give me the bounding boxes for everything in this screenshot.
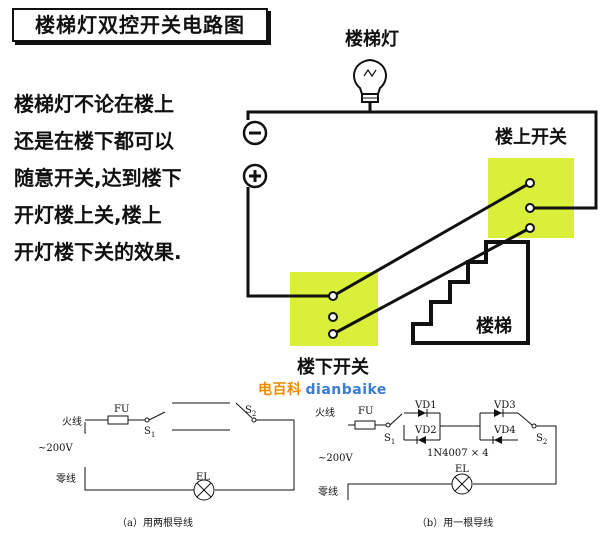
wire-lamp-to-upstairs [368,102,598,210]
wire [347,483,452,500]
diode-vd1-icon [418,409,428,417]
terminal-dot [525,178,535,188]
lamp-el-label: EL [196,472,210,483]
watermark-en: dianbaike [305,382,387,398]
lightbulb-icon [353,58,387,103]
wire [473,425,557,485]
description-line: 开灯楼下关的效果. [14,240,182,264]
switch-s2-icon [517,412,533,426]
description-line: 开灯楼上关,楼上 [14,203,162,227]
description-line: 还是在楼下都可以 [14,129,174,153]
wire-lamp-to-minus [246,102,372,120]
traveler-wire-2 [332,226,531,336]
downstairs-switch-label: 楼下开关 [297,356,369,378]
minus-terminal-icon [242,120,268,146]
diode-vd4-icon [492,436,502,444]
terminal-dot [525,223,535,233]
terminal-dot [328,291,338,301]
lamp-label: 楼梯灯 [345,28,399,50]
live-wire-label: 火线 [315,406,335,419]
diode-vd2-icon [416,436,426,444]
caption-b: （b）用一根导线 [417,516,493,529]
neutral-wire-label: 零线 [318,485,338,498]
live-wire-label: 火线 [62,415,82,428]
voltage-label: ~200V [318,453,353,464]
description-text: 楼梯灯不论在楼上 还是在楼下都可以 随意开关,达到楼下 开灯楼上关,楼上 开灯楼… [14,86,234,271]
plus-terminal-icon [242,163,268,189]
main-circuit: 楼梯灯 楼上开关 楼下开关 楼梯 [242,28,598,378]
wire [84,467,194,491]
description-line: 随意开关,达到楼下 [14,166,182,190]
terminal-dot [328,312,338,322]
lamp-el-icon [193,479,215,501]
description-line: 楼梯灯不论在楼上 [14,92,174,116]
fuse-label: FU [358,406,373,417]
switch-s1-label: S1 [144,426,155,439]
diode-vd2-label: VD2 [414,425,437,436]
wire [215,419,295,491]
fuse-icon [107,415,129,425]
upstairs-switch-label: 楼上开关 [495,126,567,148]
voltage-label: ~200V [38,443,73,454]
caption-a: （a）用两根导线 [117,516,193,529]
diode-vd3-label: VD3 [493,400,516,411]
diode-vd1-label: VD1 [414,400,437,411]
circuit-b: 火线 ~200V 零线 FU S1 S2 VD1 VD2 VD3 VD4 1N4… [315,400,557,529]
lamp-el-label: EL [455,464,469,475]
diode-vd4-label: VD4 [493,425,516,436]
wire-plus-to-downstairs [246,187,330,298]
terminal-dot [525,203,535,213]
lamp-el-icon [451,473,473,495]
switch-s2-icon [235,402,253,419]
circuit-a: 火线 ~200V 零线 FU S1 S2 EL （a）用两根导线 [38,402,295,529]
switch-s1-label: S1 [384,433,395,446]
fuse-label: FU [114,404,129,415]
watermark-cn: 电百科 [258,382,302,398]
stairs-label: 楼梯 [476,315,512,337]
neutral-wire-label: 零线 [56,472,76,485]
diode-vd3-icon [494,409,504,417]
fuse-icon [354,420,376,430]
switch-s2-label: S2 [245,405,256,418]
switch-s2-label: S2 [536,433,547,446]
traveler-wire-1 [332,181,531,298]
switch-s1-icon [148,411,166,421]
staircase-icon [411,240,530,345]
switch-s1-icon [389,413,403,426]
diode-spec-label: 1N4007 × 4 [427,448,489,459]
diagram-title: 楼梯灯双控开关电路图 [12,8,268,42]
terminal-dot [328,329,338,339]
